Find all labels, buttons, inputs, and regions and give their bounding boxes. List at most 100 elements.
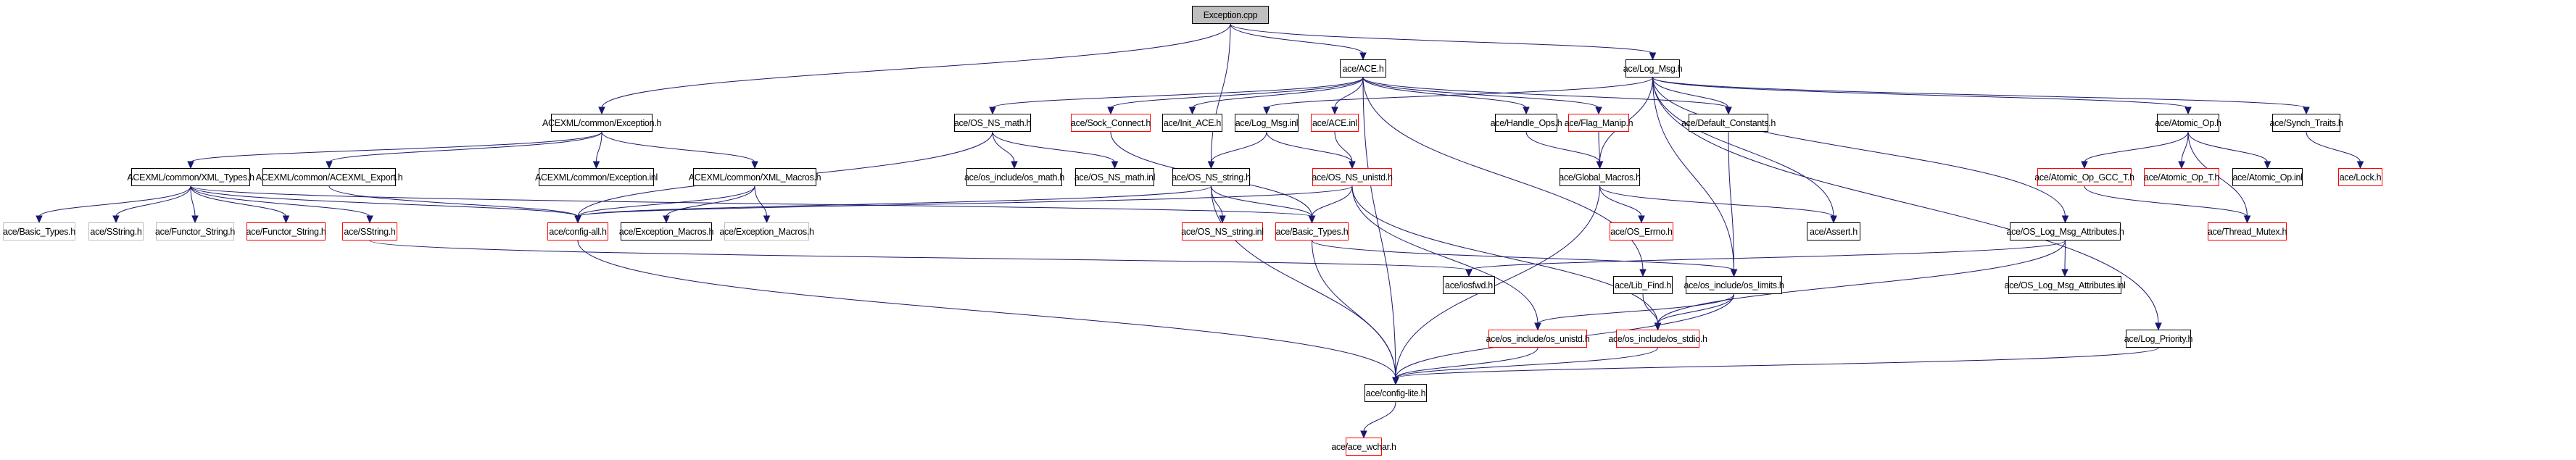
node-ace-os-errno-h[interactable]: ace/OS_Errno.h (1610, 222, 1673, 241)
dependency-edge (1657, 240, 2066, 325)
node-ace-atomic-op-h[interactable]: ace/Atomic_Op.h (2155, 114, 2221, 132)
node-acexml-export-h[interactable]: ACEXML/common/ACEXML_Export.h (256, 168, 403, 186)
node-ace-sstring-h-external[interactable]: ace/SString.h (88, 222, 144, 241)
node-ace-basic-types-h-external[interactable]: ace/Basic_Types.h (3, 222, 75, 241)
node-ace-os-ns-string-h[interactable]: ace/OS_NS_string.h (1172, 168, 1251, 186)
node-ace-thread-mutex-h[interactable]: ace/Thread_Mutex.h (2208, 222, 2287, 241)
dependency-edge (2306, 131, 2361, 163)
node-ace-sstring-h[interactable]: ace/SString.h (342, 222, 397, 241)
node-ace-log-msg-h[interactable]: ace/Log_Msg.h (1623, 59, 1683, 78)
dependency-edge (2084, 185, 2248, 217)
dependency-edge (328, 131, 602, 163)
node-ace-atomic-op-t-h[interactable]: ace/Atomic_Op_T.h (2144, 168, 2219, 186)
dependency-edge (369, 240, 1470, 271)
node-ace-os-log-msg-attributes-h[interactable]: ace/OS_Log_Msg_Attributes.h (2006, 222, 2124, 241)
dependency-edge (1652, 77, 2189, 109)
dependency-edge (1395, 347, 1538, 379)
node-ace-atomic-op-inl[interactable]: ace/Atomic_Op.inl (2232, 168, 2303, 186)
node-ace-ace-wchar-h[interactable]: ace/ace_wchar.h (1331, 438, 1396, 456)
arrowhead-icon (2184, 106, 2192, 115)
dependency-edge (2187, 131, 2268, 163)
dependency-edge (1395, 185, 1600, 379)
arrowhead-icon (663, 215, 670, 224)
node-ace-assert-h[interactable]: ace/Assert.h (1807, 222, 1860, 241)
node-ace-os-stdio-h[interactable]: ace/os_include/os_stdio.h (1608, 330, 1707, 348)
node-ace-functor-string-h-external[interactable]: ace/Functor_String.h (155, 222, 235, 241)
arrowhead-icon (1359, 52, 1367, 61)
arrowhead-icon (187, 161, 194, 170)
node-ace-log-msg-inl[interactable]: ace/Log_Msg.inl (1235, 114, 1299, 132)
node-acexml-xml-types-h[interactable]: ACEXML/common/XML_Types.h (127, 168, 254, 186)
node-acexml-xml-macros-h[interactable]: ACEXML/common/XML_Macros.h (689, 168, 821, 186)
node-ace-os-log-msg-attributes-inl[interactable]: ace/OS_Log_Msg_Attributes.inl (2004, 276, 2126, 294)
dependency-edge (1362, 77, 1599, 109)
node-ace-sock-connect-h[interactable]: ace/Sock_Connect.h (1071, 114, 1151, 132)
node-ace-ace-inl[interactable]: ace/ACE.inl (1311, 114, 1359, 132)
arrowhead-icon (1725, 106, 1732, 115)
node-ace-os-ns-math-h[interactable]: ace/OS_NS_math.h (954, 114, 1031, 132)
arrowhead-icon (592, 161, 600, 170)
node-ace-lib-find-h[interactable]: ace/Lib_Find.h (1613, 276, 1673, 294)
dependency-edge (1657, 293, 1734, 325)
arrowhead-icon (2081, 161, 2088, 170)
node-ace-atomic-op-gcc-t-h[interactable]: ace/Atomic_Op_GCC_T.h (2034, 168, 2134, 186)
node-ace-config-lite-h[interactable]: ace/config-lite.h (1364, 384, 1427, 402)
dependency-edge (1363, 401, 1396, 432)
arrowhead-icon (1011, 161, 1018, 170)
dependency-edge (2064, 240, 2066, 271)
dependency-edge (190, 185, 370, 217)
node-ace-global-macros-h[interactable]: ace/Global_Macros.h (1559, 168, 1641, 186)
node-ace-ace-h[interactable]: ace/ACE.h (1340, 59, 1386, 78)
dependency-edge (1652, 77, 2159, 325)
node-ace-os-math-h[interactable]: ace/os_include/os_math.h (964, 168, 1064, 186)
arrowhead-icon (2061, 215, 2069, 224)
node-ace-os-ns-math-inl[interactable]: ace/OS_NS_math.inl (1074, 168, 1155, 186)
node-ace-basic-types-h[interactable]: ace/Basic_Types.h (1275, 222, 1349, 241)
arrowhead-icon (191, 215, 199, 224)
dependency-edge (190, 185, 1312, 217)
node-acexml-exception-inl[interactable]: ACEXML/common/Exception.inl (535, 168, 658, 186)
arrowhead-icon (1308, 215, 1316, 224)
dependency-edge (992, 77, 1364, 109)
arrowhead-icon (1638, 215, 1645, 224)
dependency-edge (754, 185, 767, 217)
dependency-edge (1395, 347, 1658, 379)
dependency-edge (1110, 77, 1364, 109)
dependency-edge (1211, 185, 1312, 217)
node-ace-os-ns-unistd-h[interactable]: ace/OS_NS_unistd.h (1312, 168, 1393, 186)
dependency-edge (190, 131, 602, 163)
node-ace-config-all-h[interactable]: ace/config-all.h (547, 222, 608, 241)
arrowhead-icon (2264, 161, 2271, 170)
node-ace-init-ace-h[interactable]: ace/Init_ACE.h (1162, 114, 1222, 132)
dependency-edge (577, 185, 1353, 217)
arrowhead-icon (1465, 269, 1473, 277)
arrowhead-icon (282, 215, 290, 224)
dependency-edge (1266, 131, 1353, 163)
arrowhead-icon (1349, 161, 1356, 170)
node-ace-log-priority-h[interactable]: ace/Log_Priority.h (2124, 330, 2193, 348)
node-acexml-exception-h[interactable]: ACEXML/common/Exception.h (542, 114, 661, 132)
node-ace-os-unistd-h[interactable]: ace/os_include/os_unistd.h (1486, 330, 1590, 348)
dependency-edge (1525, 131, 1600, 163)
dependency-edge (1192, 77, 1364, 109)
dependency-edge (596, 131, 602, 163)
node-ace-os-limits-h[interactable]: ace/os_include/os_limits.h (1683, 276, 1784, 294)
node-ace-lock-h[interactable]: ace/Lock.h (2338, 168, 2382, 186)
node-ace-exception-macros-h-external[interactable]: ace/Exception_Macros.h (719, 222, 814, 241)
arrowhead-icon (1263, 106, 1270, 115)
dependency-edge (601, 131, 755, 163)
node-ace-os-ns-string-inl[interactable]: ace/OS_NS_string.inl (1181, 222, 1264, 241)
dependency-edge (1652, 77, 1734, 271)
dependency-edge (601, 23, 1231, 109)
node-ace-iosfwd-h[interactable]: ace/iosfwd.h (1443, 276, 1495, 294)
dependency-edge (1230, 23, 1364, 54)
node-ace-exception-macros-h[interactable]: ace/Exception_Macros.h (619, 222, 713, 241)
arrowhead-icon (1730, 269, 1738, 277)
node-ace-default-constants-h[interactable]: ace/Default_Constants.h (1681, 114, 1776, 132)
node-ace-handle-ops-h[interactable]: ace/Handle_Ops.h (1491, 114, 1562, 132)
node-ace-synch-traits-h[interactable]: ace/Synch_Traits.h (2269, 114, 2343, 132)
node-ace-functor-string-h[interactable]: ace/Functor_String.h (246, 222, 326, 241)
dependency-edge (1652, 77, 1834, 217)
node-exception-cpp[interactable]: Exception.cpp (1192, 6, 1269, 24)
node-ace-flag-manip-h[interactable]: ace/Flag_Manip.h (1565, 114, 1633, 132)
